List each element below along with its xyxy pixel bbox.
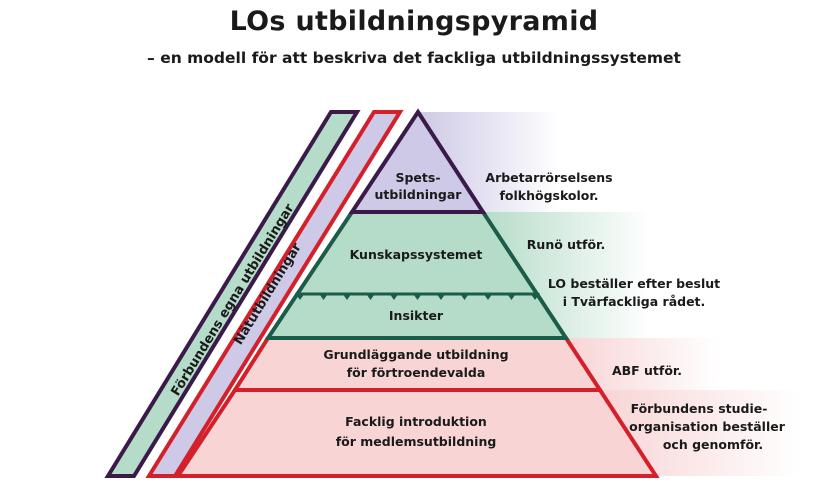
label-spets-1: Spets- <box>395 170 440 185</box>
divider-triangle <box>412 293 423 300</box>
label-intro-1: Facklig introduktion <box>345 414 487 429</box>
level-spets <box>348 108 487 214</box>
annot-forb-2: organisation beställer <box>629 419 786 434</box>
divider-triangle <box>389 293 399 300</box>
divider-triangles <box>295 293 540 300</box>
spets-zone-shade <box>418 112 560 212</box>
annot-forb-3: och genomför. <box>663 437 763 452</box>
annot-lo-2: i Tvärfackliga rådet. <box>563 294 706 309</box>
divider-triangle <box>506 293 517 300</box>
band-natutbildningar <box>145 110 404 478</box>
abf-zone-shade <box>566 338 720 390</box>
divider-triangle <box>318 293 329 300</box>
divider-triangle <box>365 293 376 300</box>
annot-lo-1: LO beställer efter beslut <box>548 276 720 291</box>
level-intro <box>174 388 660 478</box>
divider-triangle <box>459 293 470 300</box>
label-grund-1: Grundläggande utbildning <box>323 347 508 362</box>
divider-triangle <box>295 293 305 300</box>
label-intro-2: för medlemsutbildning <box>336 434 497 449</box>
annot-runo: Runö utför. <box>527 237 605 252</box>
kunskap-zone-shade <box>483 212 650 338</box>
divider-triangle <box>483 293 493 300</box>
page-subtitle: – en modell för att beskriva det facklig… <box>147 49 681 67</box>
page-title: LOs utbildningspyramid <box>229 6 599 37</box>
divider-triangle <box>436 293 446 300</box>
annot-abf: ABF utför. <box>612 363 682 378</box>
label-insikter: Insikter <box>389 308 444 323</box>
annot-forb-1: Förbundens studie- <box>631 401 768 416</box>
label-spets-2: utbildningar <box>375 187 463 202</box>
annot-folkhog-2: folkhögskolor. <box>499 188 598 203</box>
forbund-zone-shade <box>600 390 800 476</box>
divider-triangle <box>342 293 352 300</box>
label-kunskap: Kunskapssystemet <box>350 247 483 262</box>
divider-triangle <box>530 293 540 300</box>
label-grund-2: för förtroendevalda <box>347 365 486 380</box>
band-forbundens-egna <box>104 110 361 478</box>
annot-folkhog-1: Arbetarrörselsens <box>485 170 612 185</box>
level-grund <box>231 336 604 392</box>
